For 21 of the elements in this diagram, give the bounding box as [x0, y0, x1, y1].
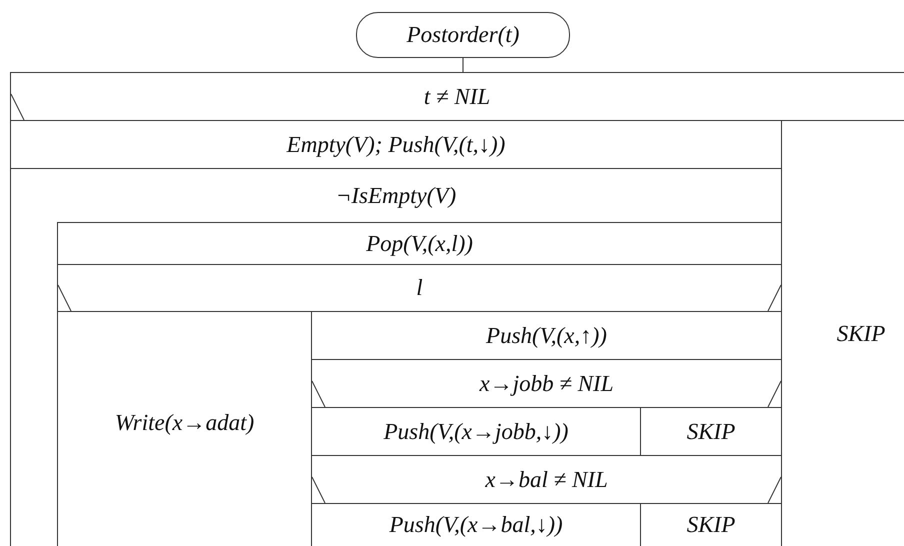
code-text: Write(x→adat)	[114, 409, 254, 437]
code-text: x→bal ≠ NIL	[485, 466, 608, 494]
connector-line	[462, 58, 464, 72]
code-text: SKIP	[686, 418, 736, 446]
code-text: Empty(V); Push(V,(t,↓))	[286, 131, 506, 159]
condition-block	[10, 72, 904, 121]
code-text: t ≠ NIL	[424, 83, 490, 111]
code-text: SKIP	[836, 320, 886, 348]
start-terminal	[356, 12, 570, 58]
code-text: l	[416, 274, 423, 302]
code-text: x→jobb ≠ NIL	[479, 370, 614, 398]
statement-block	[57, 222, 782, 265]
code-text: SKIP	[686, 511, 736, 539]
condition-block	[57, 264, 782, 312]
code-text: Postorder(t)	[406, 21, 520, 49]
code-text: ¬IsEmpty(V)	[336, 182, 456, 210]
loop-block	[10, 168, 782, 546]
code-text: Push(V,(x,↑))	[486, 322, 607, 350]
code-text: Push(V,(x→bal,↓))	[389, 511, 563, 539]
code-text: Push(V,(x→jobb,↓))	[384, 418, 568, 446]
code-text: Pop(V,(x,l))	[366, 230, 473, 258]
